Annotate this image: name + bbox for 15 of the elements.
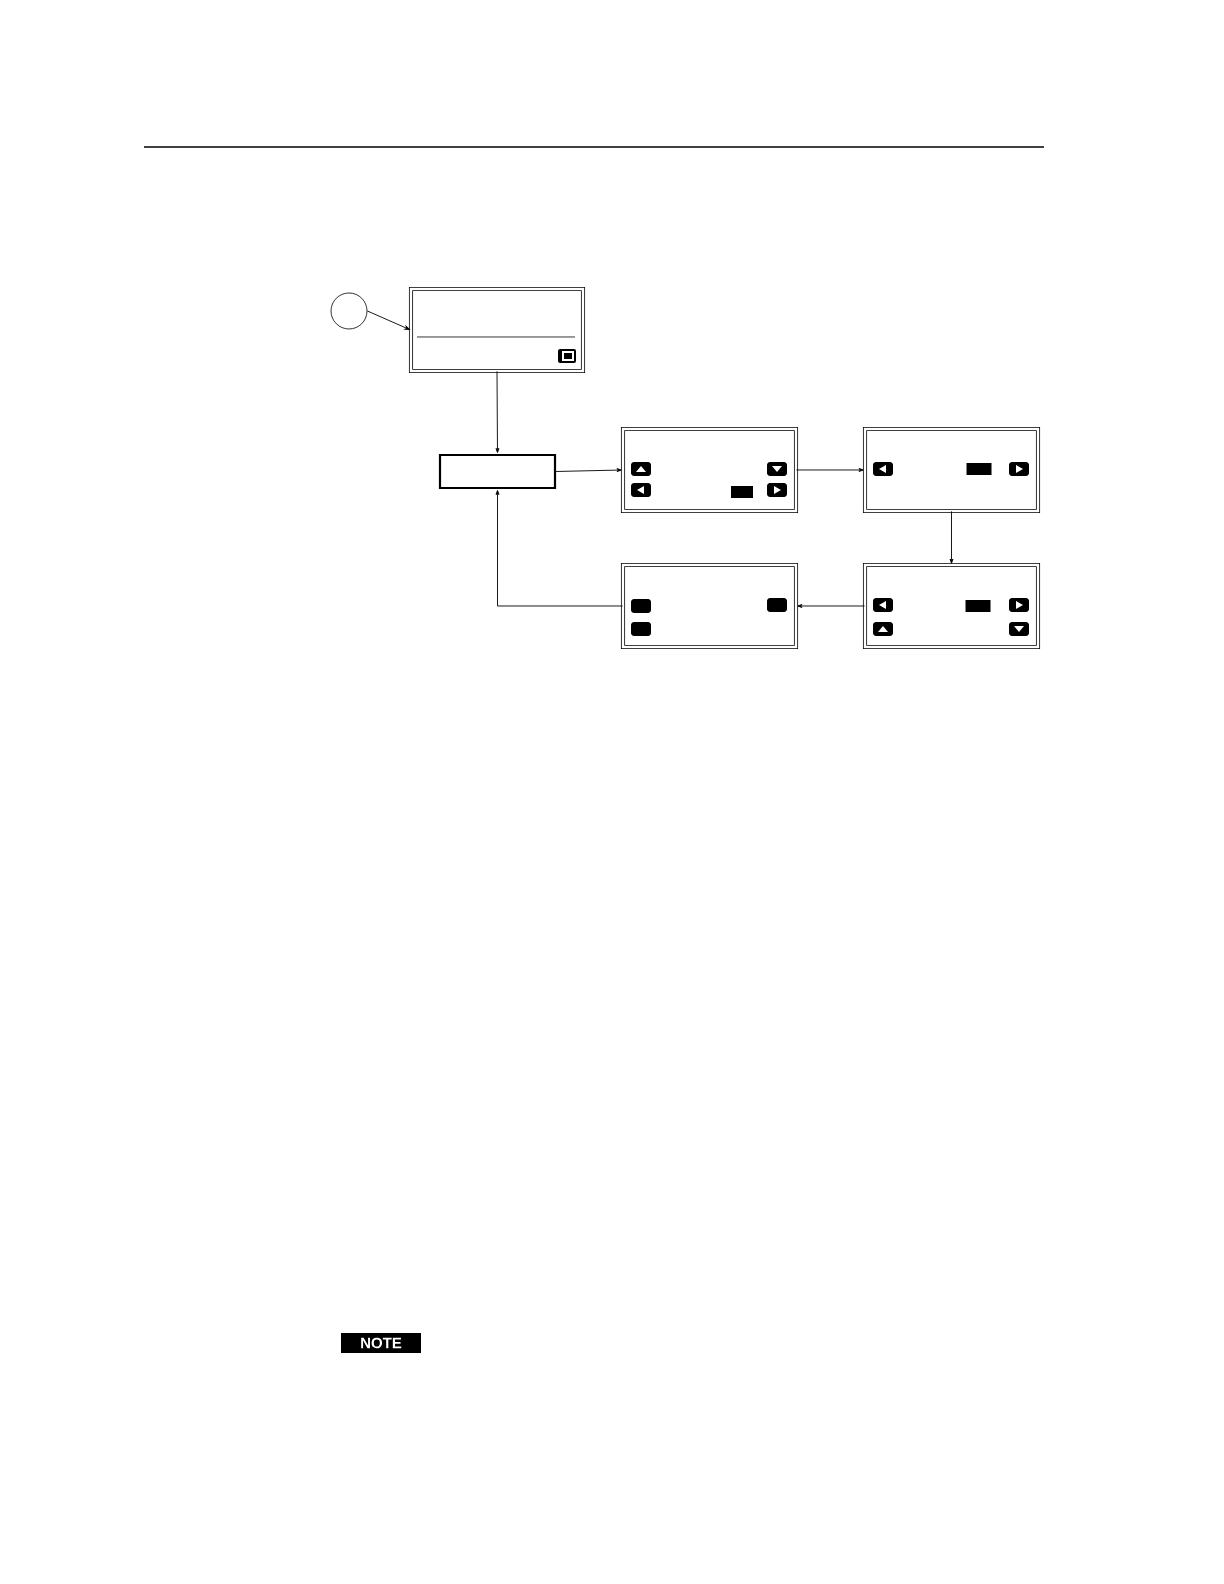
- display-screen: [862, 426, 1041, 514]
- display-screen: [620, 562, 799, 650]
- menu-box: [438, 453, 557, 490]
- arrow: [495, 370, 500, 453]
- arrow: [797, 604, 866, 608]
- display-screen: [408, 286, 586, 374]
- arrow: [795, 468, 864, 472]
- start-circle: [330, 292, 368, 330]
- arrow: [949, 510, 954, 564]
- note-badge: NOTE: [341, 1333, 421, 1353]
- display-screen: [620, 426, 799, 514]
- arrow: [555, 468, 622, 473]
- arrow: [495, 489, 624, 607]
- arrow: [366, 310, 410, 330]
- display-screen: [862, 562, 1041, 650]
